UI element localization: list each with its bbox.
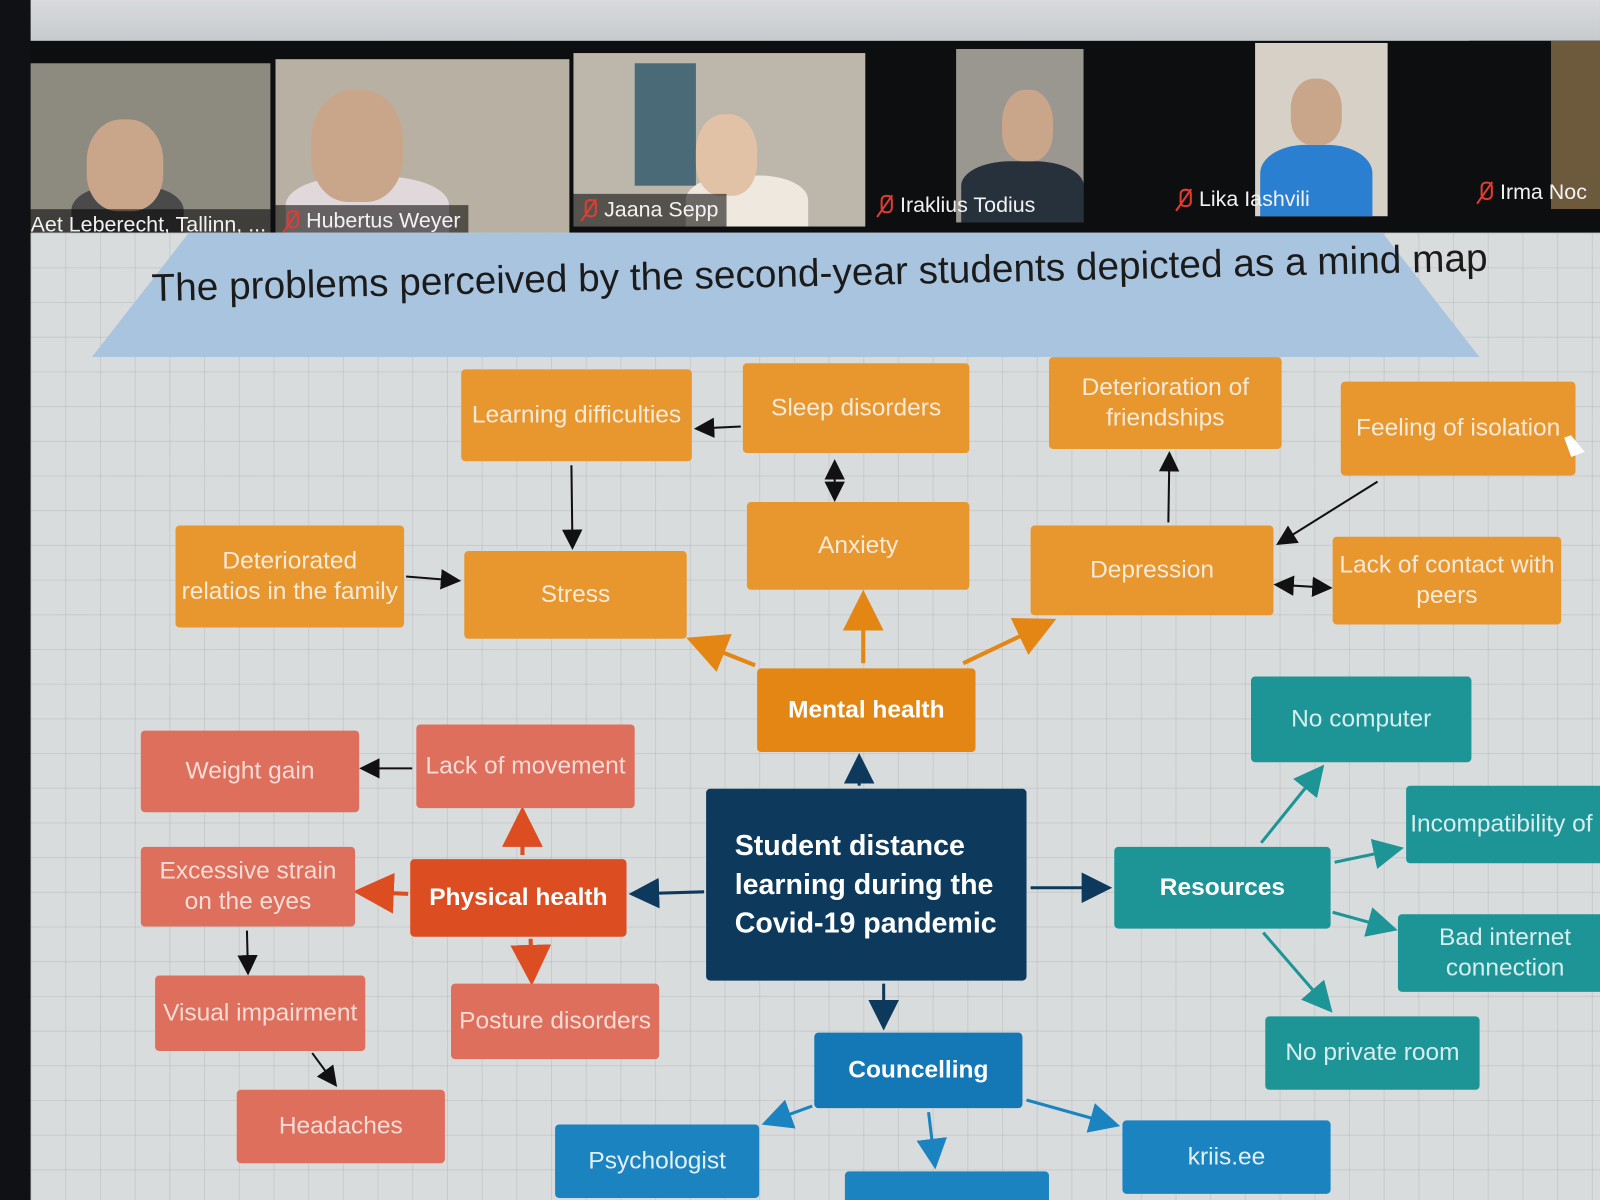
- arrow: [1334, 839, 1404, 869]
- arrow: [311, 1052, 338, 1087]
- node-eye-strain: Excessive strain on the eyes: [140, 846, 356, 927]
- node-no-private-room: No private room: [1265, 1016, 1480, 1090]
- node-resources: Resources: [1114, 846, 1331, 929]
- participant-tile[interactable]: Irma Noc: [1469, 40, 1600, 210]
- arrow: [1332, 907, 1398, 937]
- node-anxiety: Anxiety: [746, 502, 970, 590]
- node-counselling: Councelling: [814, 1032, 1023, 1109]
- node-incompatibility: Incompatibility of smart devices: [1406, 785, 1600, 864]
- arrow: [237, 930, 258, 976]
- participant-name: Hubertus Weyer: [306, 209, 461, 233]
- participant-tile[interactable]: Iraklius Todius: [869, 48, 1084, 223]
- arrow: [761, 1099, 813, 1129]
- node-depression: Depression: [1030, 525, 1274, 616]
- muted-mic-icon: [878, 194, 893, 217]
- title-banner: [91, 232, 1480, 358]
- node-headaches: Headaches: [236, 1089, 445, 1164]
- arrow: [510, 938, 552, 986]
- arrow: [686, 633, 756, 672]
- muted-mic-icon: [1177, 188, 1192, 211]
- participant-name: Iraklius Todius: [899, 193, 1036, 218]
- participant-name: Lika Iashvili: [1198, 187, 1310, 212]
- arrow: [1262, 931, 1333, 1013]
- node-kriis: kriis.ee: [1122, 1120, 1331, 1194]
- node-stress: Stress: [464, 551, 687, 639]
- arrow: [693, 417, 741, 438]
- participant-tile[interactable]: Hubertus Weyer: [275, 59, 570, 238]
- node-deterioration-friendships: Deterioration of friendships: [1048, 357, 1282, 449]
- node-weight-gain: Weight gain: [140, 730, 360, 813]
- muted-mic-icon: [582, 198, 597, 221]
- node-psychologist: Psychologist: [555, 1124, 760, 1198]
- arrow: [562, 465, 583, 550]
- arrow: [1276, 480, 1379, 546]
- participant-tile[interactable]: Jaana Sepp: [573, 53, 866, 227]
- arrow: [1273, 575, 1333, 597]
- node-visual-impairment: Visual impairment: [155, 975, 366, 1052]
- arrow: [1158, 451, 1180, 523]
- arrow: [1260, 764, 1325, 844]
- participant-name: Aet Leberecht, Tallinn, ...: [30, 213, 267, 237]
- node-feeling-isolation: Feeling of isolation: [1340, 381, 1576, 476]
- arrow: [628, 877, 705, 909]
- node-no-computer: No computer: [1251, 676, 1472, 763]
- node-posture-disorders: Posture disorders: [451, 983, 660, 1060]
- participant-name: Jaana Sepp: [604, 197, 719, 222]
- node-physical-health: Physical health: [410, 859, 627, 937]
- screen-edge: [0, 0, 31, 1200]
- participant-tile[interactable]: Aet Leberecht, Tallinn, ...: [0, 63, 271, 242]
- participant-tile[interactable]: Lika Iashvili: [1168, 42, 1388, 217]
- arrow: [916, 1112, 947, 1170]
- node-mental-health: Mental health: [757, 668, 976, 753]
- node-lack-of-movement: Lack of movement: [416, 724, 635, 809]
- arrow: [962, 618, 1057, 666]
- arrow: [406, 569, 462, 590]
- arrow: [1026, 1098, 1121, 1133]
- node-center-topic: Student distance learning during the Cov…: [706, 788, 1027, 981]
- muted-mic-icon: [284, 210, 299, 232]
- participant-name: Irma Noc: [1499, 180, 1587, 205]
- participant-strip: Aet Leberecht, Tallinn, ... Hubertus Wey…: [0, 40, 1600, 242]
- node-bad-internet: Bad internet connection: [1397, 914, 1600, 992]
- arrow: [353, 872, 409, 914]
- muted-mic-icon: [1478, 181, 1493, 204]
- node-learning-difficulties: Learning difficulties: [461, 369, 692, 462]
- node-deteriorated-family-relations: Deteriorated relatios in the family: [175, 525, 405, 628]
- node-sleep-disorders: Sleep disorders: [742, 363, 970, 454]
- node-lack-of-contact: Lack of contact with peers: [1332, 536, 1562, 625]
- node-partial-bottom: [844, 1171, 1049, 1200]
